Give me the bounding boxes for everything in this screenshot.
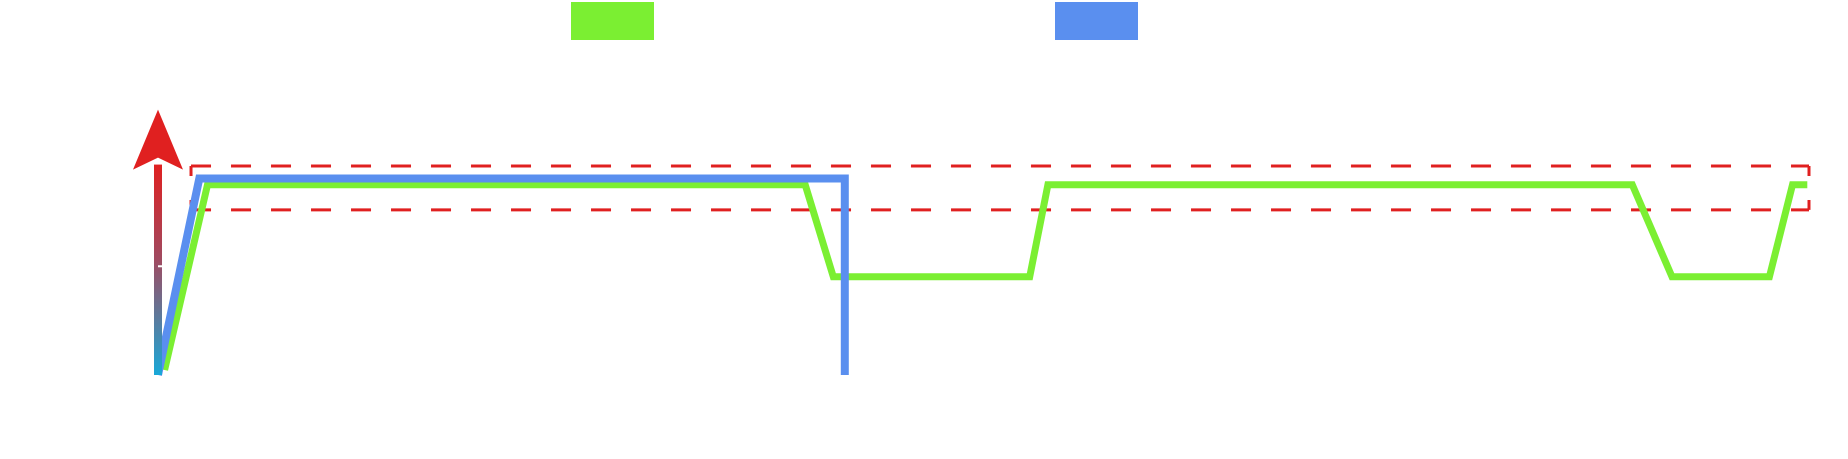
- series-line-1: [161, 181, 1808, 371]
- legend-item-series-2: [1055, 2, 1146, 40]
- series-line-2: [154, 174, 849, 376]
- legend-swatch: [1055, 2, 1138, 40]
- y-axis-tick: [158, 265, 164, 268]
- y-axis: [133, 109, 183, 375]
- series-layer: [154, 174, 1808, 376]
- y-axis-arrow-icon: [133, 109, 183, 170]
- legend-swatch: [571, 2, 654, 40]
- y-axis-shaft: [154, 164, 162, 375]
- legend-item-series-1: [571, 2, 662, 40]
